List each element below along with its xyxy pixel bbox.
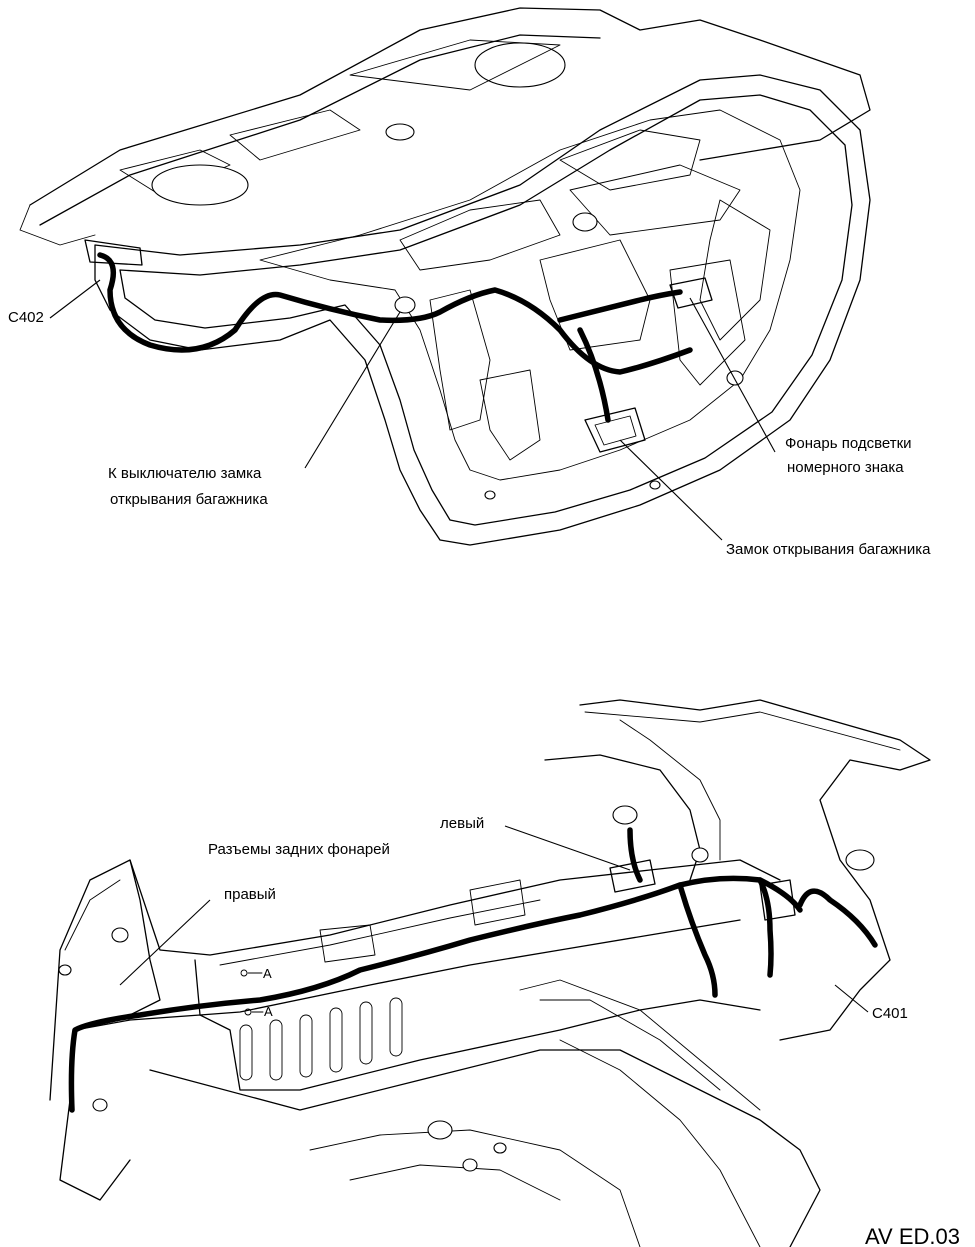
plate-lamp-leader	[689, 297, 776, 453]
right-connector-label: правый	[224, 886, 276, 903]
connectors-title-label: Разъемы задних фонарей	[208, 841, 390, 858]
trunk-lock-leader	[619, 439, 723, 541]
plate-lamp-label-line1: Фонарь подсветки	[785, 435, 912, 452]
figure-code: AV ED.03	[865, 1224, 960, 1247]
right-connector-leader	[119, 899, 211, 986]
top-labels: C402 К выключателю замка открывания бага…	[8, 279, 931, 558]
trunk-lid-drawing	[19, 7, 871, 546]
plate-lamp-label-line2: номерного знака	[787, 459, 904, 476]
c401-leader	[834, 984, 869, 1013]
trunk-floor-drawing	[49, 699, 931, 1247]
trunk-lock-label: Замок открывания багажника	[726, 541, 931, 558]
marker-a2-label: A	[264, 1004, 273, 1019]
c401-label: C401	[872, 1005, 908, 1022]
left-connector-label: левый	[440, 815, 484, 832]
trunk-switch-label-line2: открывания багажника	[110, 491, 268, 508]
bottom-labels: Разъемы задних фонарей левый правый C401…	[119, 815, 908, 1022]
c402-label: C402	[8, 309, 44, 326]
trunk-switch-label-line1: К выключателю замка	[108, 465, 262, 482]
c402-leader	[49, 279, 101, 319]
left-connector-leader	[504, 825, 631, 871]
marker-a1-label: A	[263, 966, 272, 981]
trunk-switch-leader	[304, 311, 401, 469]
slot-ribs	[239, 997, 403, 1081]
